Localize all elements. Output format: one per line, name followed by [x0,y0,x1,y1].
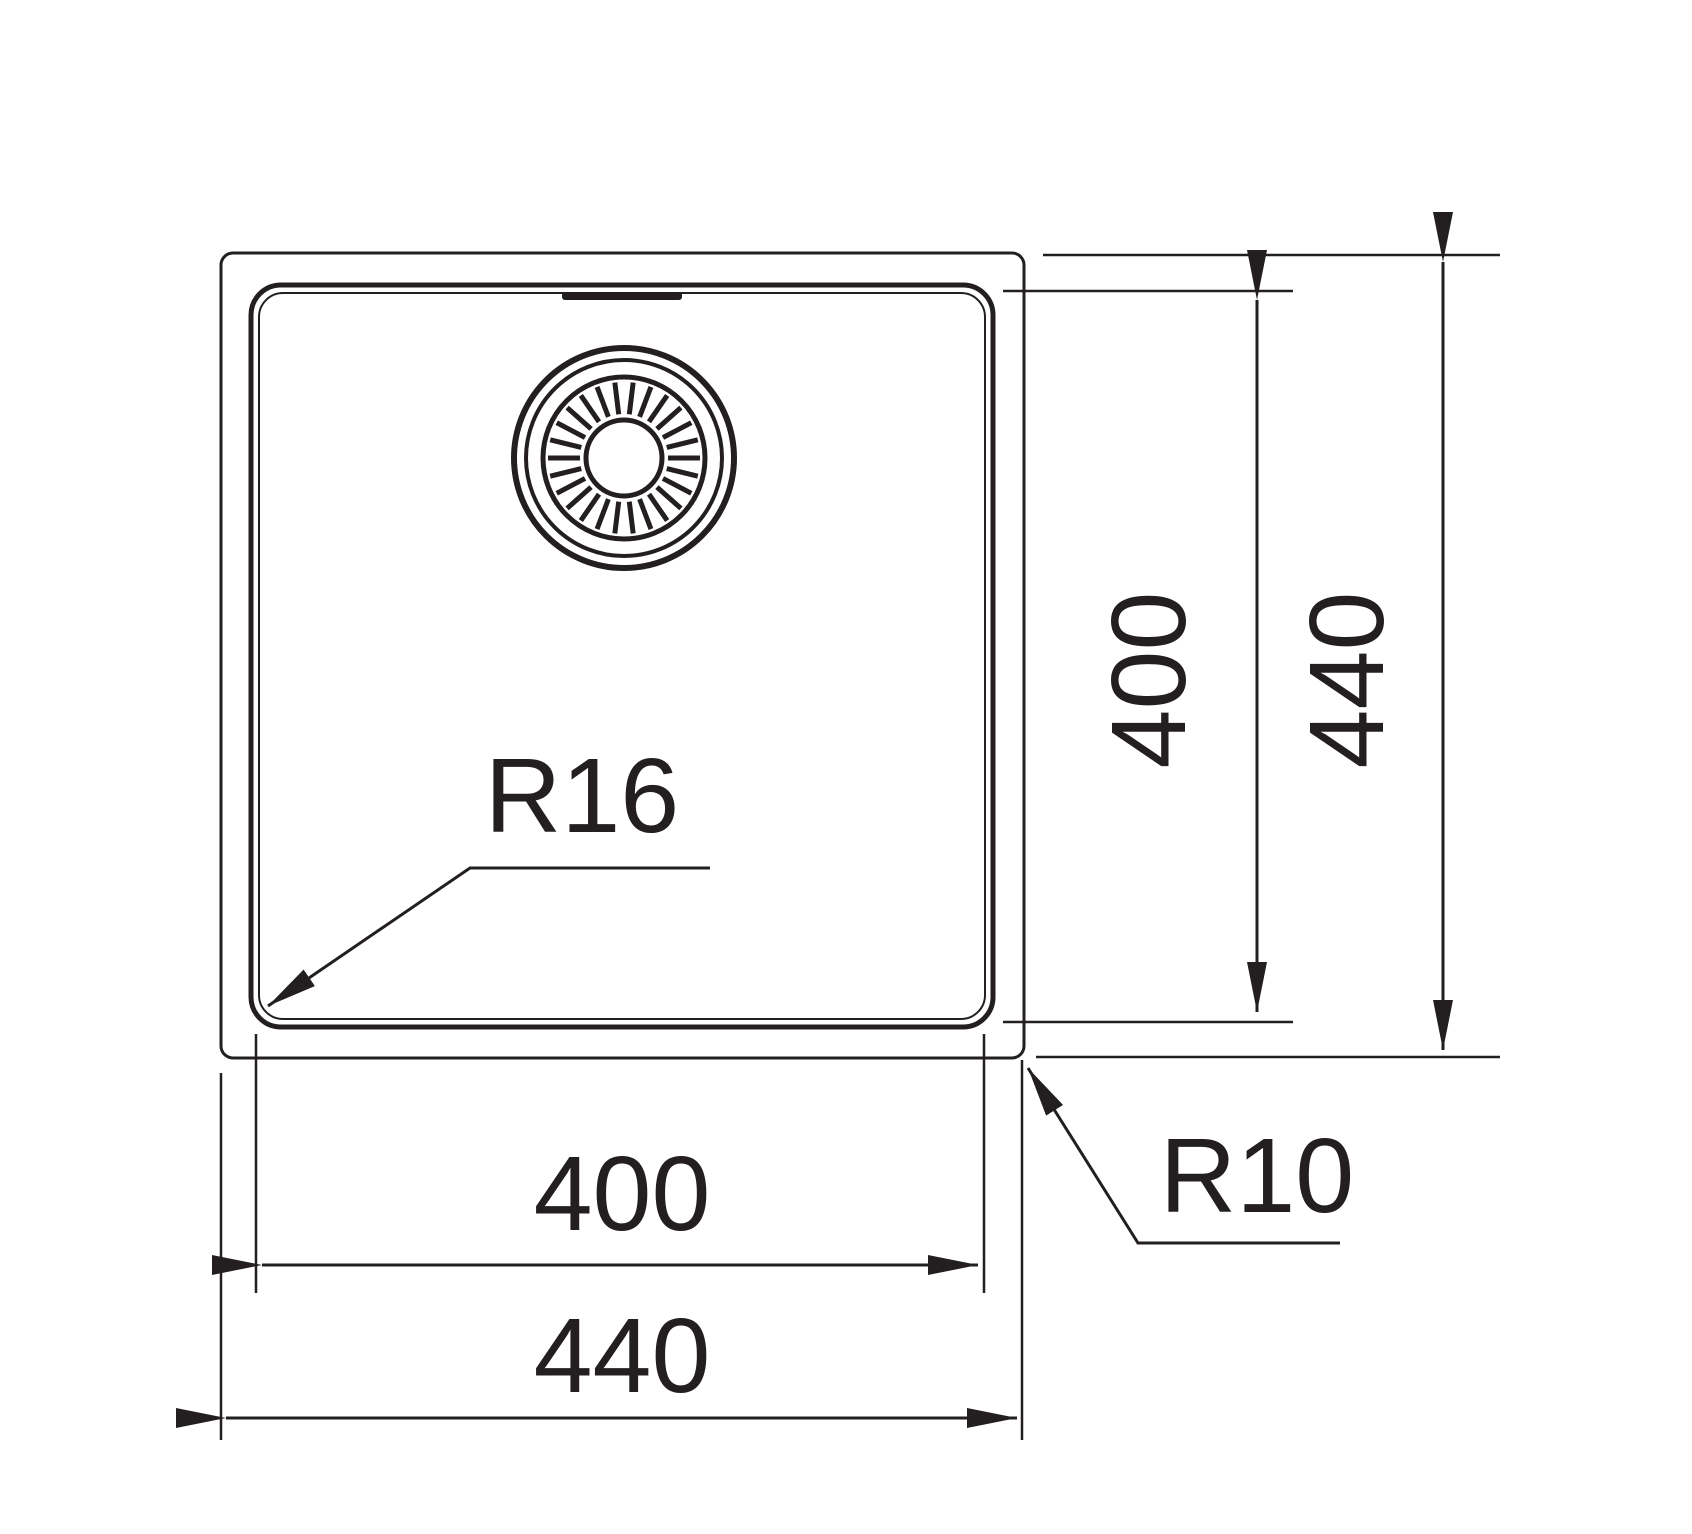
drain-strainer-icon [511,345,737,571]
strainer-slot [565,405,593,431]
strainer-slot [612,382,622,415]
strainer-slot [549,466,582,479]
strainer-slot [637,498,654,530]
strainer-slot [661,420,693,440]
strainer-slot [594,386,611,418]
sink-inner-bowl [248,282,996,1030]
inner-width-label: 400 [534,1135,711,1253]
strainer-slot [666,466,699,479]
strainer-slot [646,492,670,522]
strainer-slot [555,476,587,496]
strainer-slot [666,437,699,450]
outer-depth-label: 440 [1288,592,1406,769]
inner-depth-label: 400 [1090,592,1208,769]
strainer-slot [646,394,670,424]
strainer-slot [655,485,683,511]
strainer-slot [578,394,602,424]
strainer-slot [578,492,602,522]
leader-line-outer-radius [1026,1067,1340,1245]
sink-inner-bowl-edge [258,292,986,1020]
strainer-slot [612,501,622,534]
overflow-slot [562,292,682,300]
strainer-slot [661,476,693,496]
strainer-slot [637,386,654,418]
strainer-slot [555,420,587,440]
sink-outer-rim [219,251,1026,1060]
outer-radius-label: R10 [1160,1117,1354,1235]
strainer-slot [626,501,636,534]
leader-line-inner-radius [267,866,710,1008]
outer-width-label: 440 [534,1297,711,1415]
strainer-slot [594,498,611,530]
strainer-slot [626,382,636,415]
strainer-slot [565,485,593,511]
strainer-slot [549,437,582,450]
strainer-slot [655,405,683,431]
inner-radius-label: R16 [485,737,679,855]
